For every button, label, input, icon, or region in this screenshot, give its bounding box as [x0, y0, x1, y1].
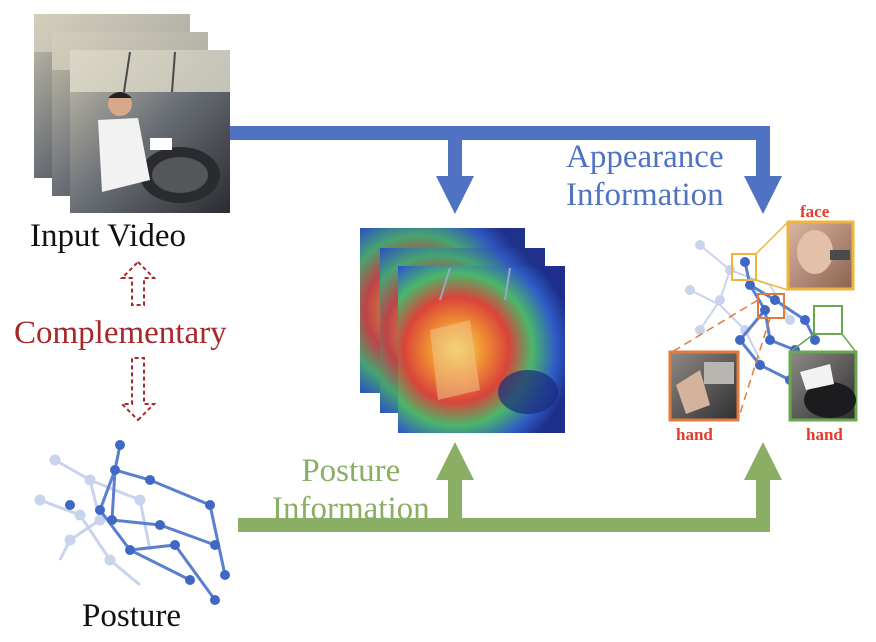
posture-branch-middle [448, 478, 462, 525]
heatmap-frame-front [398, 266, 565, 433]
input-video-frames [34, 14, 230, 213]
hand-right-crop-image [788, 350, 858, 422]
posture-arrowhead-middle [436, 442, 474, 480]
heatmap-frames [360, 228, 565, 433]
posture-label: Posture [82, 598, 181, 634]
appearance-arrow-shaft [230, 126, 770, 140]
hand-right-label: hand [806, 425, 843, 444]
appearance-arrows [230, 126, 782, 214]
appearance-arrowhead-right [744, 176, 782, 214]
appearance-branch-right [756, 126, 770, 178]
posture-skeleton [34, 440, 230, 605]
posture-info-label-line2: Information [272, 491, 430, 527]
posture-arrow-shaft [238, 518, 770, 532]
posture-info-label-line1: Posture [301, 453, 401, 489]
posture-information-label: Posture Information [272, 452, 430, 528]
part-skeleton [668, 220, 858, 422]
input-video-label: Input Video [30, 218, 186, 254]
appearance-branch-middle [448, 133, 462, 178]
appearance-arrowhead-middle [436, 176, 474, 214]
complementary-label: Complementary [14, 315, 227, 351]
video-frame-front [70, 50, 230, 213]
appearance-information-label: Appearance Information [566, 138, 724, 214]
posture-arrowhead-right [744, 442, 782, 480]
hand-left-label: hand [676, 425, 713, 444]
posture-arrows [238, 442, 782, 532]
face-label: face [800, 202, 830, 221]
hand-right-region-box [813, 305, 843, 335]
posture-branch-right [756, 478, 770, 525]
appearance-label-line2: Information [566, 177, 724, 213]
hand-left-region-box [757, 293, 785, 319]
complementary-arrow [119, 260, 157, 422]
hand-left-crop-image [668, 350, 740, 422]
face-region-box [731, 253, 757, 281]
appearance-label-line1: Appearance [566, 139, 724, 175]
face-crop-image [786, 220, 855, 291]
